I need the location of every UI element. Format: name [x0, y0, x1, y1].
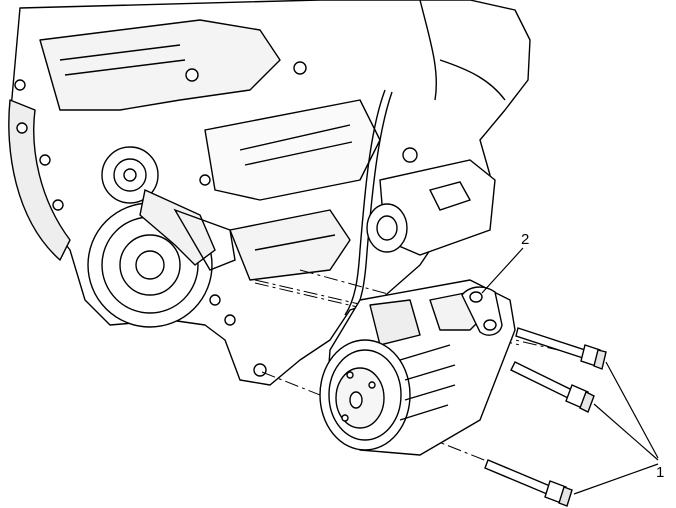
leader-lines	[481, 247, 659, 495]
leader-bolt-middle	[593, 403, 659, 461]
ac-compressor	[319, 279, 516, 456]
callout-label-gasket: 2	[521, 231, 529, 248]
gasket	[461, 286, 503, 336]
leader-bolt-upper	[605, 361, 659, 459]
mounting-bolts	[484, 327, 607, 507]
pulley-assembly	[87, 146, 236, 328]
bolt-upper	[515, 327, 607, 370]
callout-label-bolts: 1	[656, 464, 664, 481]
bolt-middle	[510, 361, 595, 413]
bolt-lower	[484, 459, 573, 507]
starter-motor	[366, 159, 496, 256]
leader-bolt-lower	[573, 463, 659, 495]
leader-gasket	[481, 247, 524, 294]
